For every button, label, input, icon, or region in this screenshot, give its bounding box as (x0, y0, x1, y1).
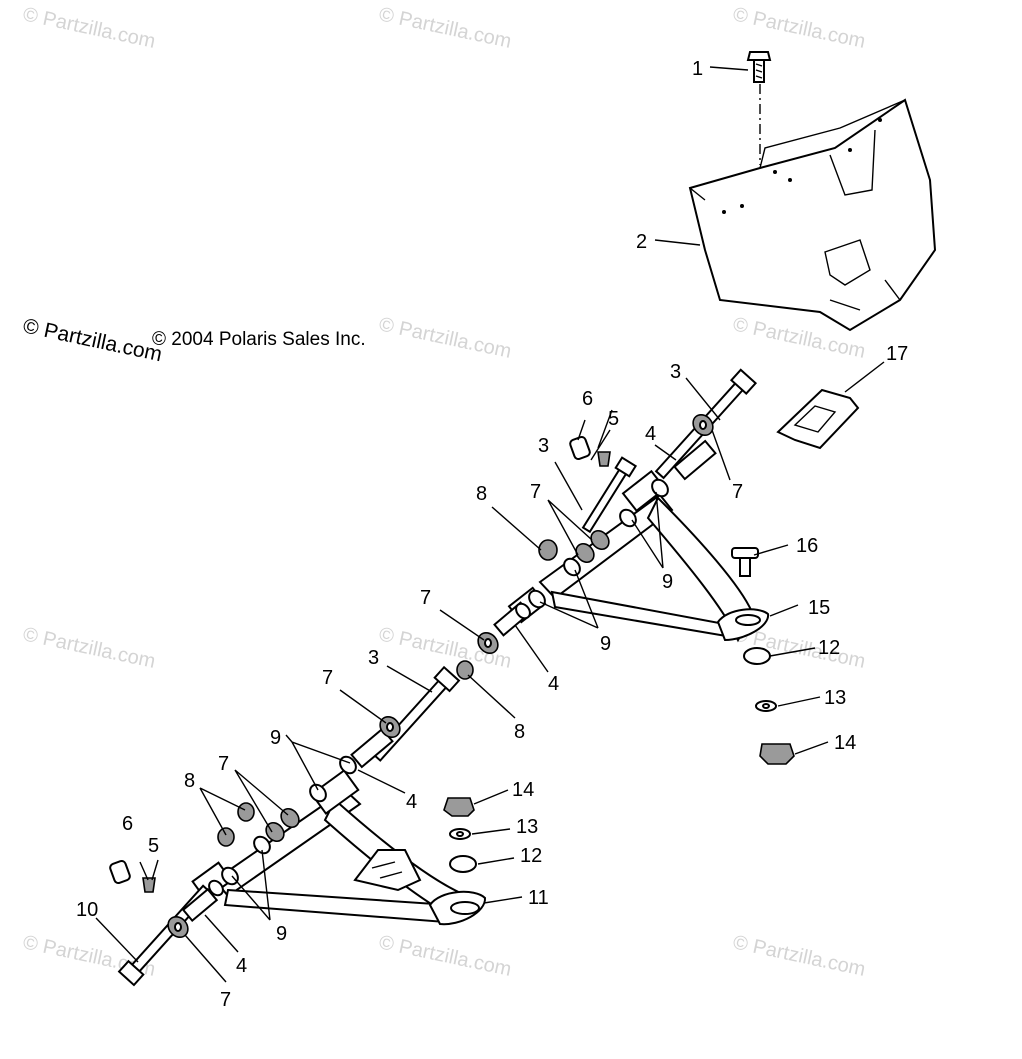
part-label-5: 5 (608, 408, 619, 430)
part-label-9: 9 (276, 923, 287, 945)
part-label-12: 12 (818, 637, 840, 659)
partzilla-copyright: © Partzilla.com (21, 314, 164, 366)
part-label-4: 4 (406, 791, 417, 813)
caps-and-fittings (109, 435, 611, 893)
part-label-1: 1 (692, 58, 703, 80)
part-2-panel (688, 98, 937, 332)
part-label-17: 17 (886, 343, 908, 365)
part-label-7: 7 (420, 587, 431, 609)
part-label-12: 12 (520, 845, 542, 867)
part-label-10: 10 (76, 899, 98, 921)
watermark-text: © Partzilla.com (377, 931, 513, 981)
watermark-text: © Partzilla.com (377, 3, 513, 53)
part-label-4: 4 (236, 955, 247, 977)
part-label-4: 4 (548, 673, 559, 695)
part-label-8: 8 (184, 770, 195, 792)
part-label-6: 6 (582, 388, 593, 410)
bushings (208, 478, 669, 897)
part-label-3: 3 (670, 361, 681, 383)
part-label-3: 3 (368, 647, 379, 669)
part-label-14: 14 (834, 732, 856, 754)
part-label-3: 3 (538, 435, 549, 457)
part-label-13: 13 (516, 816, 538, 838)
part-label-7: 7 (218, 753, 229, 775)
watermark-text: © Partzilla.com (731, 931, 867, 981)
nuts (217, 539, 558, 847)
part-label-16: 16 (796, 535, 818, 557)
part-label-9: 9 (270, 727, 281, 749)
part-label-15: 15 (808, 597, 830, 619)
part-label-9: 9 (600, 633, 611, 655)
copyright-text: © 2004 Polaris Sales Inc. (152, 329, 366, 350)
part-label-11: 11 (528, 887, 549, 909)
watermark-text: © Partzilla.com (21, 3, 157, 53)
part-1-screw (746, 51, 772, 165)
part-label-7: 7 (322, 667, 333, 689)
part-label-8: 8 (514, 721, 525, 743)
part-label-6: 6 (122, 813, 133, 835)
lower-a-arm (191, 769, 487, 926)
watermark-text: © Partzilla.com (377, 313, 513, 363)
watermark-text: © Partzilla.com (731, 3, 867, 53)
part-label-2: 2 (636, 231, 647, 253)
part-label-7: 7 (530, 481, 541, 503)
part-label-5: 5 (148, 835, 159, 857)
part-label-4: 4 (645, 423, 656, 445)
part-label-7: 7 (220, 989, 231, 1011)
part-label-13: 13 (824, 687, 846, 709)
leader-lines (95, 66, 885, 983)
part-label-14: 14 (512, 779, 534, 801)
part-labels: 1 2 3 17 6 5 4 3 7 8 7 16 9 15 7 9 12 3 … (76, 58, 908, 1011)
right-hardware (443, 388, 860, 873)
watermark-text: © Partzilla.com (21, 623, 157, 673)
part-label-8: 8 (476, 483, 487, 505)
part-label-7: 7 (732, 481, 743, 503)
part-label-9: 9 (662, 571, 673, 593)
